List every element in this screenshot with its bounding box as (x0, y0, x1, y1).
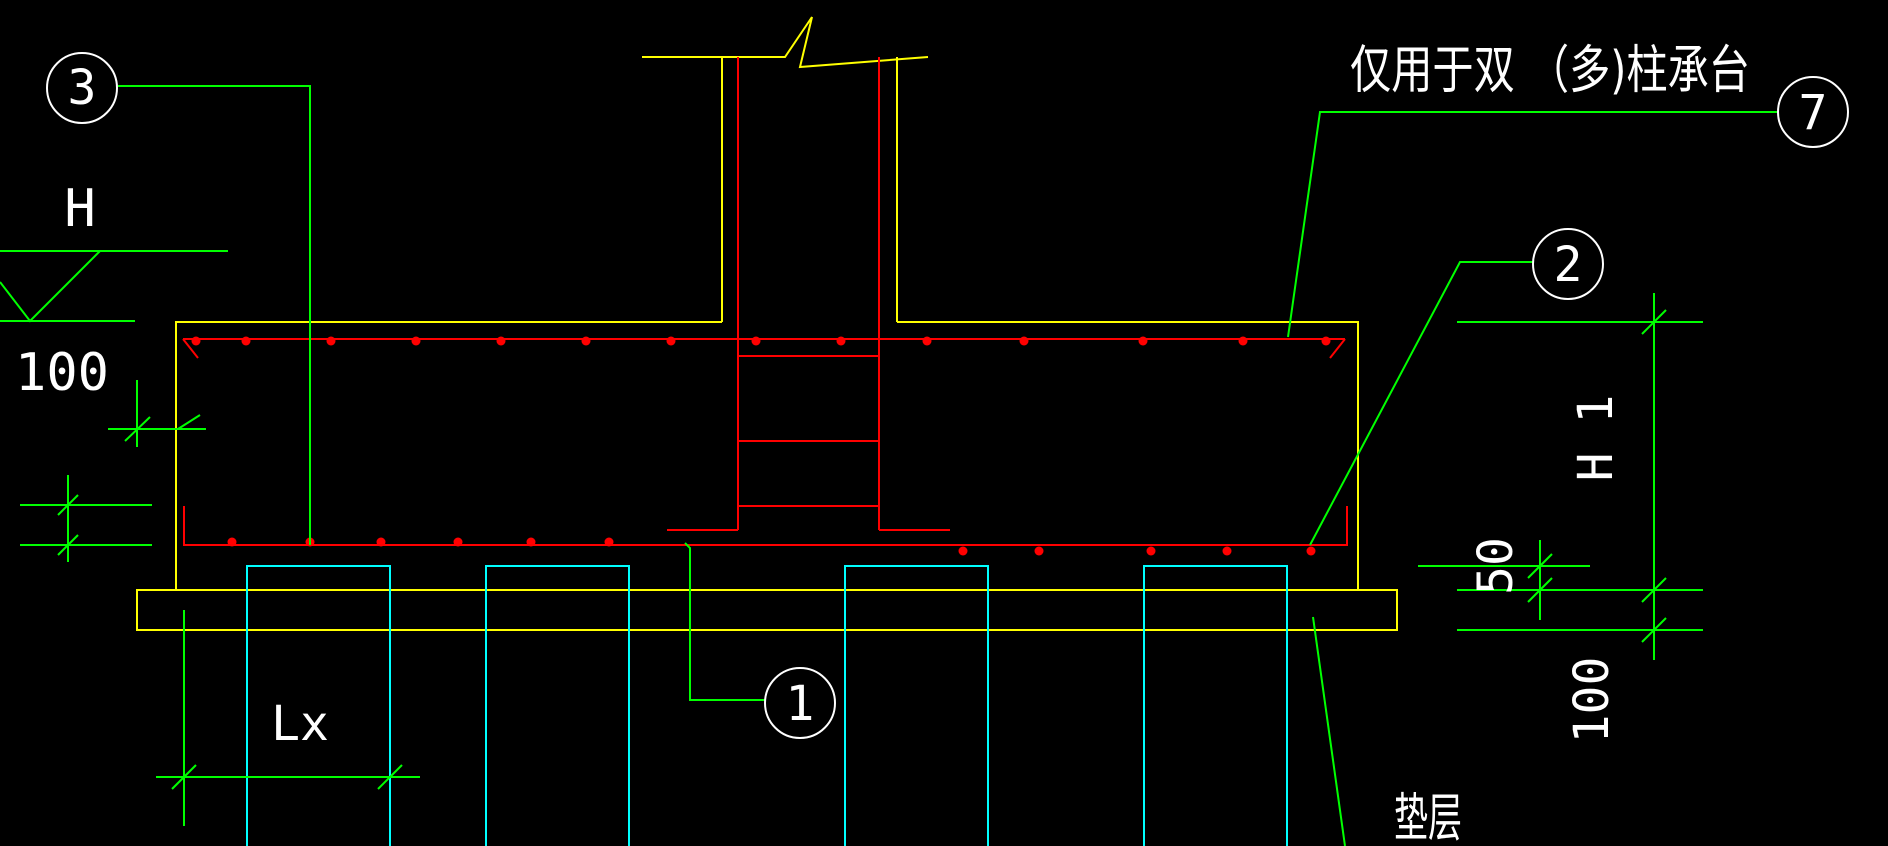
bubble-1-label: 1 (786, 676, 815, 732)
rebar-lines (182, 57, 1348, 546)
bubble-1: 1 (764, 667, 836, 739)
bubble-7-circle (1777, 76, 1849, 148)
bubble-1-circle (764, 667, 836, 739)
h1-dimension-label: H 1 (1568, 395, 1624, 482)
pile-1 (246, 565, 391, 846)
dim-50-label: 50 (1468, 537, 1524, 595)
elevation-100-label: 100 (15, 343, 109, 403)
bubble-3: 3 (46, 52, 118, 124)
bubble-7-label: 7 (1799, 85, 1828, 141)
cushion-label: 垫层 (1394, 789, 1462, 846)
bubble-2-circle (1532, 228, 1604, 300)
bubble-3-circle (46, 52, 118, 124)
bubble-2: 2 (1532, 228, 1604, 300)
rebar-dots (191, 336, 1331, 556)
piles (246, 565, 1288, 846)
bottom-rebar (183, 506, 1348, 546)
pile-cap-outline (175, 321, 1359, 590)
bubble-7: 7 (1777, 76, 1849, 148)
bubble-3-label: 3 (68, 60, 97, 116)
title-note: 仅用于双 （多)柱承台 (1350, 41, 1750, 101)
column-outline (642, 16, 929, 322)
lx-label: Lx (271, 696, 329, 752)
bubble-2-label: 2 (1554, 237, 1583, 293)
cushion-layer (136, 589, 1398, 631)
dim-100-right-label: 100 (1564, 657, 1620, 744)
pile-4 (1143, 565, 1288, 846)
elevation-h-label: H (64, 179, 95, 239)
pile-3 (844, 565, 989, 846)
leader-lines (0, 85, 1778, 846)
pile-2 (485, 565, 630, 846)
